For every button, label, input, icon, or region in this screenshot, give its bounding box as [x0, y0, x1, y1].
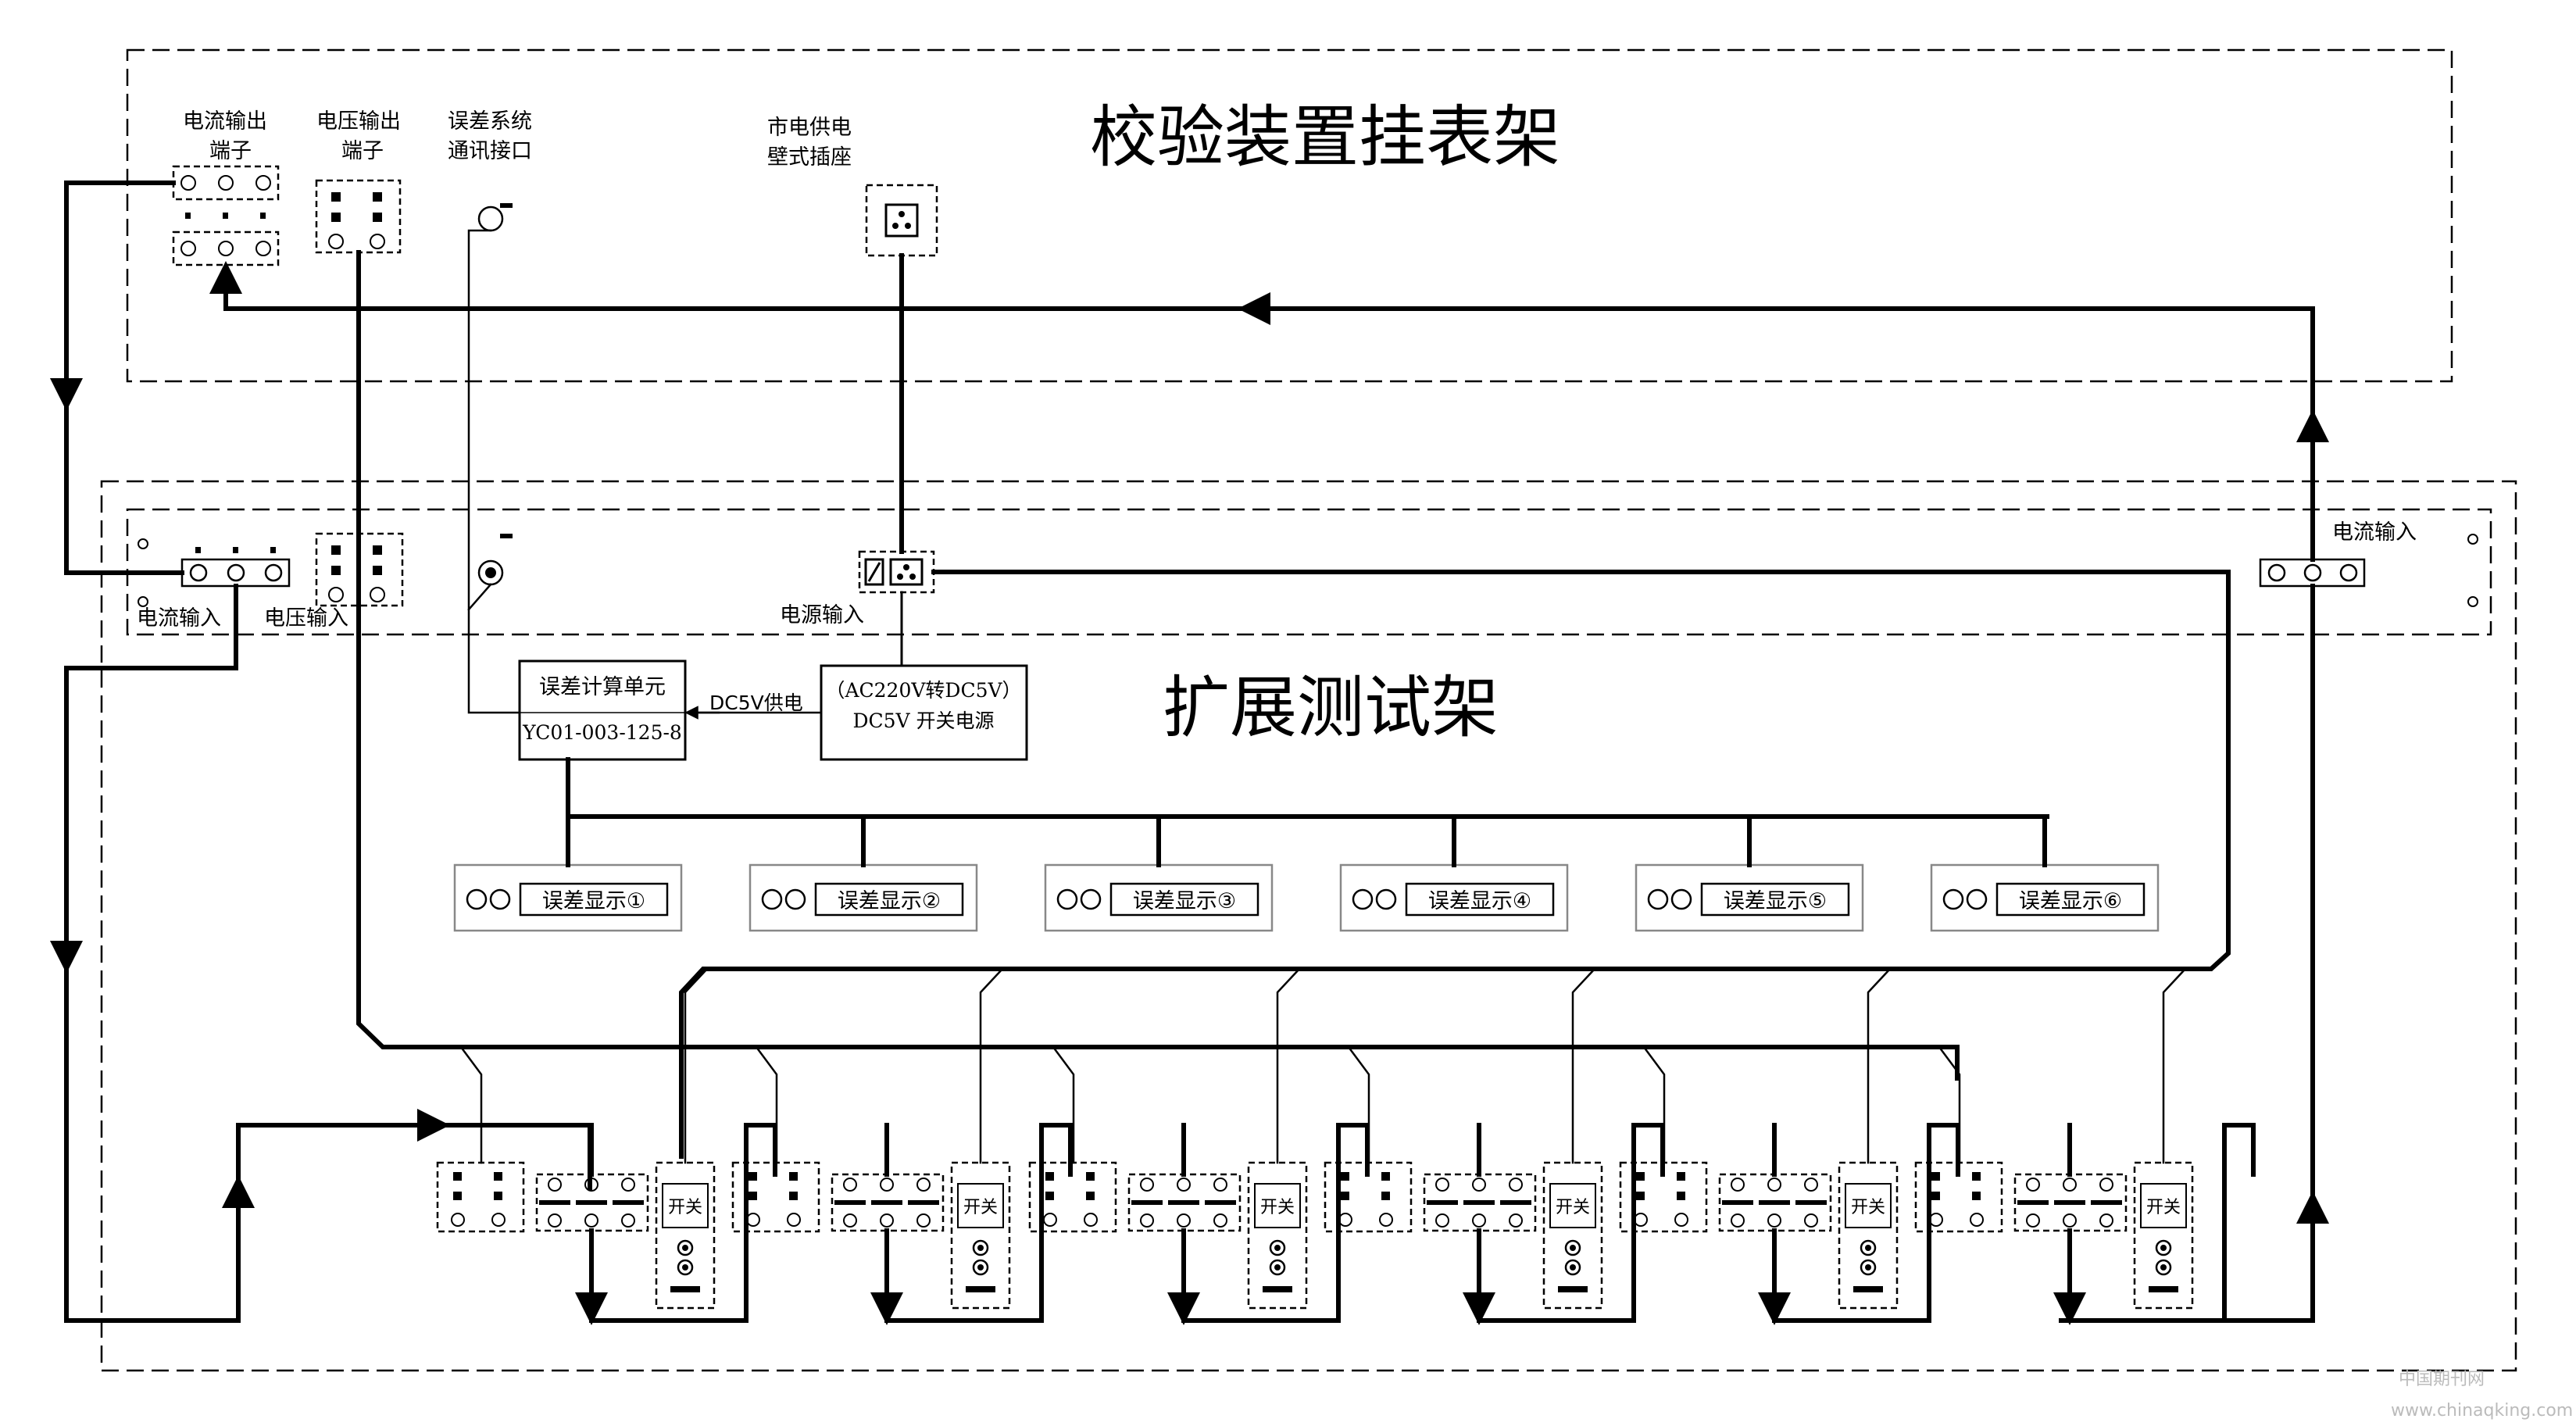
psu-spec-label: （AC220V转DC5V）	[825, 679, 1021, 702]
current-return-wire	[223, 275, 2315, 562]
switch-feed-wire	[684, 967, 709, 1164]
rail-screw-icon	[2467, 596, 2478, 607]
indicator-icon	[1647, 888, 1669, 910]
voltage-tap-wire	[459, 1045, 483, 1164]
voltage-tap-wire	[1347, 1045, 1370, 1164]
top-frame-border	[126, 48, 2453, 383]
indicator-icon	[1966, 888, 1988, 910]
voltage-tap-wire	[1642, 1045, 1666, 1164]
switching-power-supply: （AC220V转DC5V） DC5V 开关电源	[820, 664, 1028, 761]
top-frame-title: 校验装置挂表架	[1090, 98, 1560, 177]
error-display-label: 误差显示③	[1133, 889, 1236, 913]
indicator-icon	[466, 888, 488, 910]
switch-feed-wire	[979, 967, 1004, 1164]
comm-interface-icon	[477, 203, 513, 232]
rail-screw-icon	[2467, 534, 2478, 545]
mains-socket-label-2: 壁式插座	[767, 145, 852, 170]
current-input-left-label: 电流输入	[137, 606, 221, 631]
error-display-label: 误差显示④	[1428, 889, 1531, 913]
indicator-icon	[1056, 888, 1078, 910]
switch-label: 开关	[963, 1198, 998, 1217]
dc5v-supply-label: DC5V供电	[709, 692, 803, 714]
current-input-right-terminal	[2259, 558, 2366, 588]
power-input-socket-icon	[858, 550, 935, 594]
bottom-frame-border	[100, 480, 2517, 1372]
indicator-icon	[1352, 888, 1374, 910]
switch-label: 开关	[1260, 1198, 1295, 1217]
error-display-unit: 误差显示②	[749, 863, 978, 932]
comm-interface-rail-icon	[477, 534, 513, 586]
error-display-unit: 误差显示④	[1339, 863, 1569, 932]
voltage-tap-wire	[1938, 1045, 1961, 1164]
switch-label: 开关	[2146, 1198, 2181, 1217]
current-output-label-2: 端子	[209, 139, 252, 163]
switch-label: 开关	[1556, 1198, 1590, 1217]
meter-module: 开关	[1619, 1161, 1899, 1310]
current-wire-left	[64, 180, 184, 575]
power-input-label: 电源输入	[780, 603, 864, 627]
error-comm-label-2: 通讯接口	[448, 139, 532, 163]
error-displays: 误差显示① 误差显示② 误差显示③ 误差显示④ 误差显示⑤ 误差显示⑥	[453, 863, 2160, 932]
display-bus	[566, 757, 2049, 819]
voltage-output-label-1: 电压输出	[316, 109, 401, 134]
error-display-unit: 误差显示③	[1044, 863, 1274, 932]
voltage-output-label-2: 端子	[341, 139, 384, 163]
switch-label: 开关	[1851, 1198, 1885, 1217]
current-output-label-1: 电流输出	[183, 109, 267, 134]
error-display-unit: 误差显示①	[453, 863, 683, 932]
voltage-input-label: 电压输入	[264, 606, 348, 631]
error-display-label: 误差显示②	[838, 889, 941, 913]
indicator-icon	[784, 888, 806, 910]
voltage-tap-wire	[1052, 1045, 1075, 1164]
meter-module: 开关	[1914, 1161, 2194, 1310]
error-comm-label-1: 误差系统	[448, 109, 532, 134]
meter-module: 开关	[1028, 1161, 1308, 1310]
error-display-label: 误差显示⑥	[2019, 889, 2122, 913]
meter-module: 开关	[436, 1161, 716, 1310]
voltage-output-terminal	[315, 179, 402, 254]
meter-module: 开关	[1324, 1161, 1603, 1310]
error-display-label: 误差显示①	[542, 889, 645, 913]
wires	[50, 180, 2329, 1325]
comm-wire-rail	[467, 583, 492, 611]
indicator-icon	[1670, 888, 1692, 910]
current-wire-left-lower	[64, 584, 592, 1323]
rail-screw-icon	[138, 596, 148, 607]
switch-label: 开关	[668, 1198, 702, 1217]
wall-socket-icon	[865, 184, 938, 257]
error-display-label: 误差显示⑤	[1724, 889, 1827, 913]
indicator-icon	[1375, 888, 1397, 910]
error-display-unit: 误差显示⑥	[1930, 863, 2160, 932]
error-calc-unit-title: 误差计算单元	[539, 675, 666, 699]
error-display-unit: 误差显示⑤	[1635, 863, 1864, 932]
indicator-icon	[761, 888, 783, 910]
switch-feed-wire	[1276, 967, 1301, 1164]
current-input-left-terminal	[180, 547, 291, 588]
switch-feed-wire	[1571, 967, 1596, 1164]
indicator-icon	[1942, 888, 1964, 910]
current-input-right-label: 电流输入	[2332, 520, 2417, 545]
psu-name-label: DC5V 开关电源	[852, 709, 994, 732]
rail-screw-icon	[138, 538, 148, 549]
switch-power-wire	[679, 570, 2231, 1159]
error-calc-unit-model: YC01-003-125-8	[522, 721, 682, 744]
switch-feed-wire	[2162, 967, 2187, 1164]
indicator-icon	[489, 888, 511, 910]
mains-socket-label-1: 市电供电	[767, 116, 852, 140]
comm-wire	[467, 229, 521, 714]
indicator-icon	[1080, 888, 1102, 910]
voltage-wire	[356, 250, 1960, 1081]
watermark-line-2: www.chinaqking.com	[2391, 1401, 2573, 1421]
switch-feed-wire	[1867, 967, 1892, 1164]
watermark-line-1: 中国期刊网	[2399, 1370, 2485, 1389]
voltage-tap-wire	[755, 1045, 778, 1164]
meter-module: 开关	[731, 1161, 1011, 1310]
error-calc-unit: 误差计算单元 YC01-003-125-8	[518, 659, 687, 761]
bottom-frame-title: 扩展测试架	[1163, 669, 1499, 747]
current-output-terminal	[172, 165, 280, 266]
